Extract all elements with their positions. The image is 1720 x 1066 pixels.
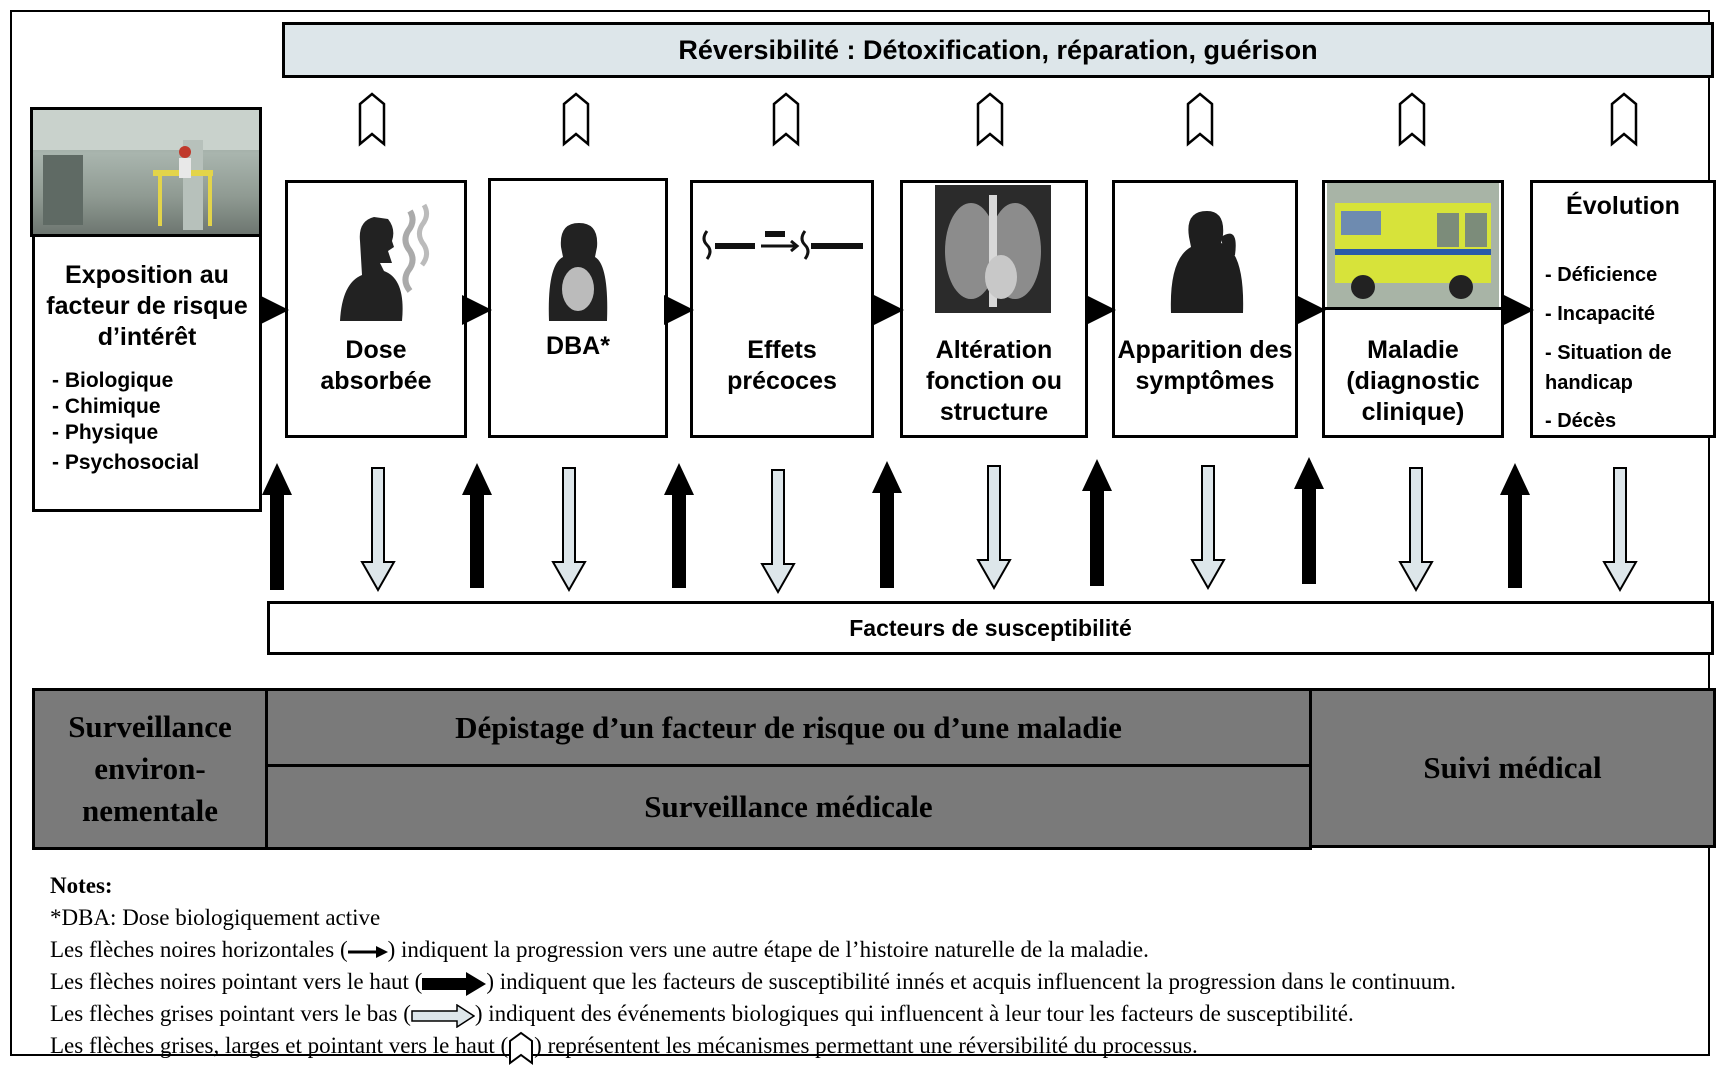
evolution-list: - Déficience - Incapacité - Situation de… — [1545, 256, 1695, 441]
evolution-item: - Décès — [1545, 410, 1617, 432]
biological-event-down-arrow — [360, 467, 396, 593]
stage-dba: DBA* — [488, 178, 668, 438]
evolution-item: - Déficience — [1545, 264, 1658, 286]
notes-title: Notes: — [50, 873, 113, 898]
thin-black-arrow-icon — [347, 945, 388, 958]
reversibility-chevron-icon — [1186, 92, 1214, 147]
reversibility-chevron-icon — [1610, 92, 1638, 147]
exposure-title: Exposition au facteur de risque d’intérê… — [46, 261, 248, 351]
stage-label: Altération fonction ou structure — [925, 336, 1063, 426]
chest-xray-icon — [935, 185, 1051, 313]
reversibility-chevron-icon — [976, 92, 1004, 147]
gray-arrow-icon — [411, 1003, 476, 1029]
susceptibility-up-arrow — [462, 463, 492, 588]
susceptibility-factors-bar: Facteurs de susceptibilité — [267, 601, 1714, 655]
chemical-formula-icon — [702, 230, 863, 260]
stage-label: Effets précoces — [727, 336, 837, 395]
notes-dba-definition: *DBA: Dose biologiquement active — [50, 905, 381, 930]
susceptibility-up-arrow — [1500, 463, 1530, 588]
reversibility-chevron-icon — [562, 92, 590, 147]
stage-label: Dose absorbée — [320, 336, 432, 395]
biological-event-down-arrow — [551, 467, 587, 593]
smoker-silhouette-icon — [340, 203, 430, 321]
reversibility-chevron-icon — [772, 92, 800, 147]
sick-person-silhouette-icon — [1170, 211, 1244, 313]
stage-symptoms: Apparition des symptômes — [1112, 180, 1298, 438]
notes-line: Les flèches grises pointant vers le bas … — [50, 1001, 1354, 1029]
susceptibility-up-arrow — [1082, 459, 1112, 586]
biological-event-down-arrow — [1602, 467, 1638, 593]
screening-label: Dépistage d’un facteur de risque ou d’un… — [455, 709, 1122, 745]
medical-followup-box: Suivi médical — [1309, 688, 1716, 848]
exposure-list: - Biologique - Chimique - Physique - Psy… — [52, 368, 199, 476]
notes-line: Les flèches grises, larges et pointant v… — [50, 1030, 1456, 1065]
biological-event-down-arrow — [760, 469, 796, 595]
ambulance-icon — [1327, 183, 1499, 307]
susceptibility-up-arrow — [664, 463, 694, 588]
silhouette-target-icon — [548, 223, 608, 321]
biological-event-down-arrow — [976, 465, 1012, 591]
susceptibility-up-arrow — [262, 463, 292, 590]
evolution-item: - Incapacité — [1545, 303, 1656, 325]
exposure-item: - Physique — [52, 421, 159, 444]
stage-label: Maladie (diagnostic clinique) — [1346, 336, 1480, 426]
diagram-frame — [10, 10, 1710, 1056]
medical-followup-label: Suivi médical — [1423, 750, 1602, 785]
exposure-item: - Biologique — [52, 369, 174, 392]
notes-section: Notes: *DBA: Dose biologiquement active … — [50, 870, 1456, 1065]
susceptibility-up-arrow — [872, 461, 902, 588]
medical-surveillance-box: Surveillance médicale — [265, 764, 1312, 850]
reversibility-chevron-icon — [509, 1031, 534, 1065]
biological-event-down-arrow — [1398, 467, 1434, 593]
notes-line: Les flèches noires pointant vers le haut… — [50, 969, 1456, 996]
reversibility-chevron-icon — [1398, 92, 1426, 147]
stage-dose-absorbed: Dose absorbée — [285, 180, 467, 438]
screening-box: Dépistage d’un facteur de risque ou d’un… — [265, 688, 1312, 767]
stage-alteration: Altération fonction ou structure — [900, 180, 1088, 438]
reversibility-chevron-icon — [358, 92, 386, 147]
medical-surveillance-label: Surveillance médicale — [644, 789, 933, 824]
thick-black-arrow-icon — [422, 971, 487, 996]
evolution-title: Évolution — [1566, 192, 1680, 220]
stage-early-effects: Effets précoces — [690, 180, 874, 438]
notes-line: Les flèches noires horizontales () indiq… — [50, 937, 1149, 962]
stage-label: Apparition des symptômes — [1117, 336, 1293, 395]
worker-photo — [30, 107, 262, 237]
reversibility-banner: Réversibilité : Détoxification, réparati… — [282, 22, 1714, 78]
exposure-item: - Psychosocial — [52, 451, 200, 474]
stage-label: DBA* — [546, 332, 610, 360]
susceptibility-up-arrow — [1294, 457, 1324, 584]
environmental-surveillance-label: Surveillance environ-nementale — [68, 709, 232, 828]
evolution-item: - Situation de handicap — [1545, 342, 1672, 394]
biological-event-down-arrow — [1190, 465, 1226, 591]
exposure-item: - Chimique — [52, 395, 161, 418]
